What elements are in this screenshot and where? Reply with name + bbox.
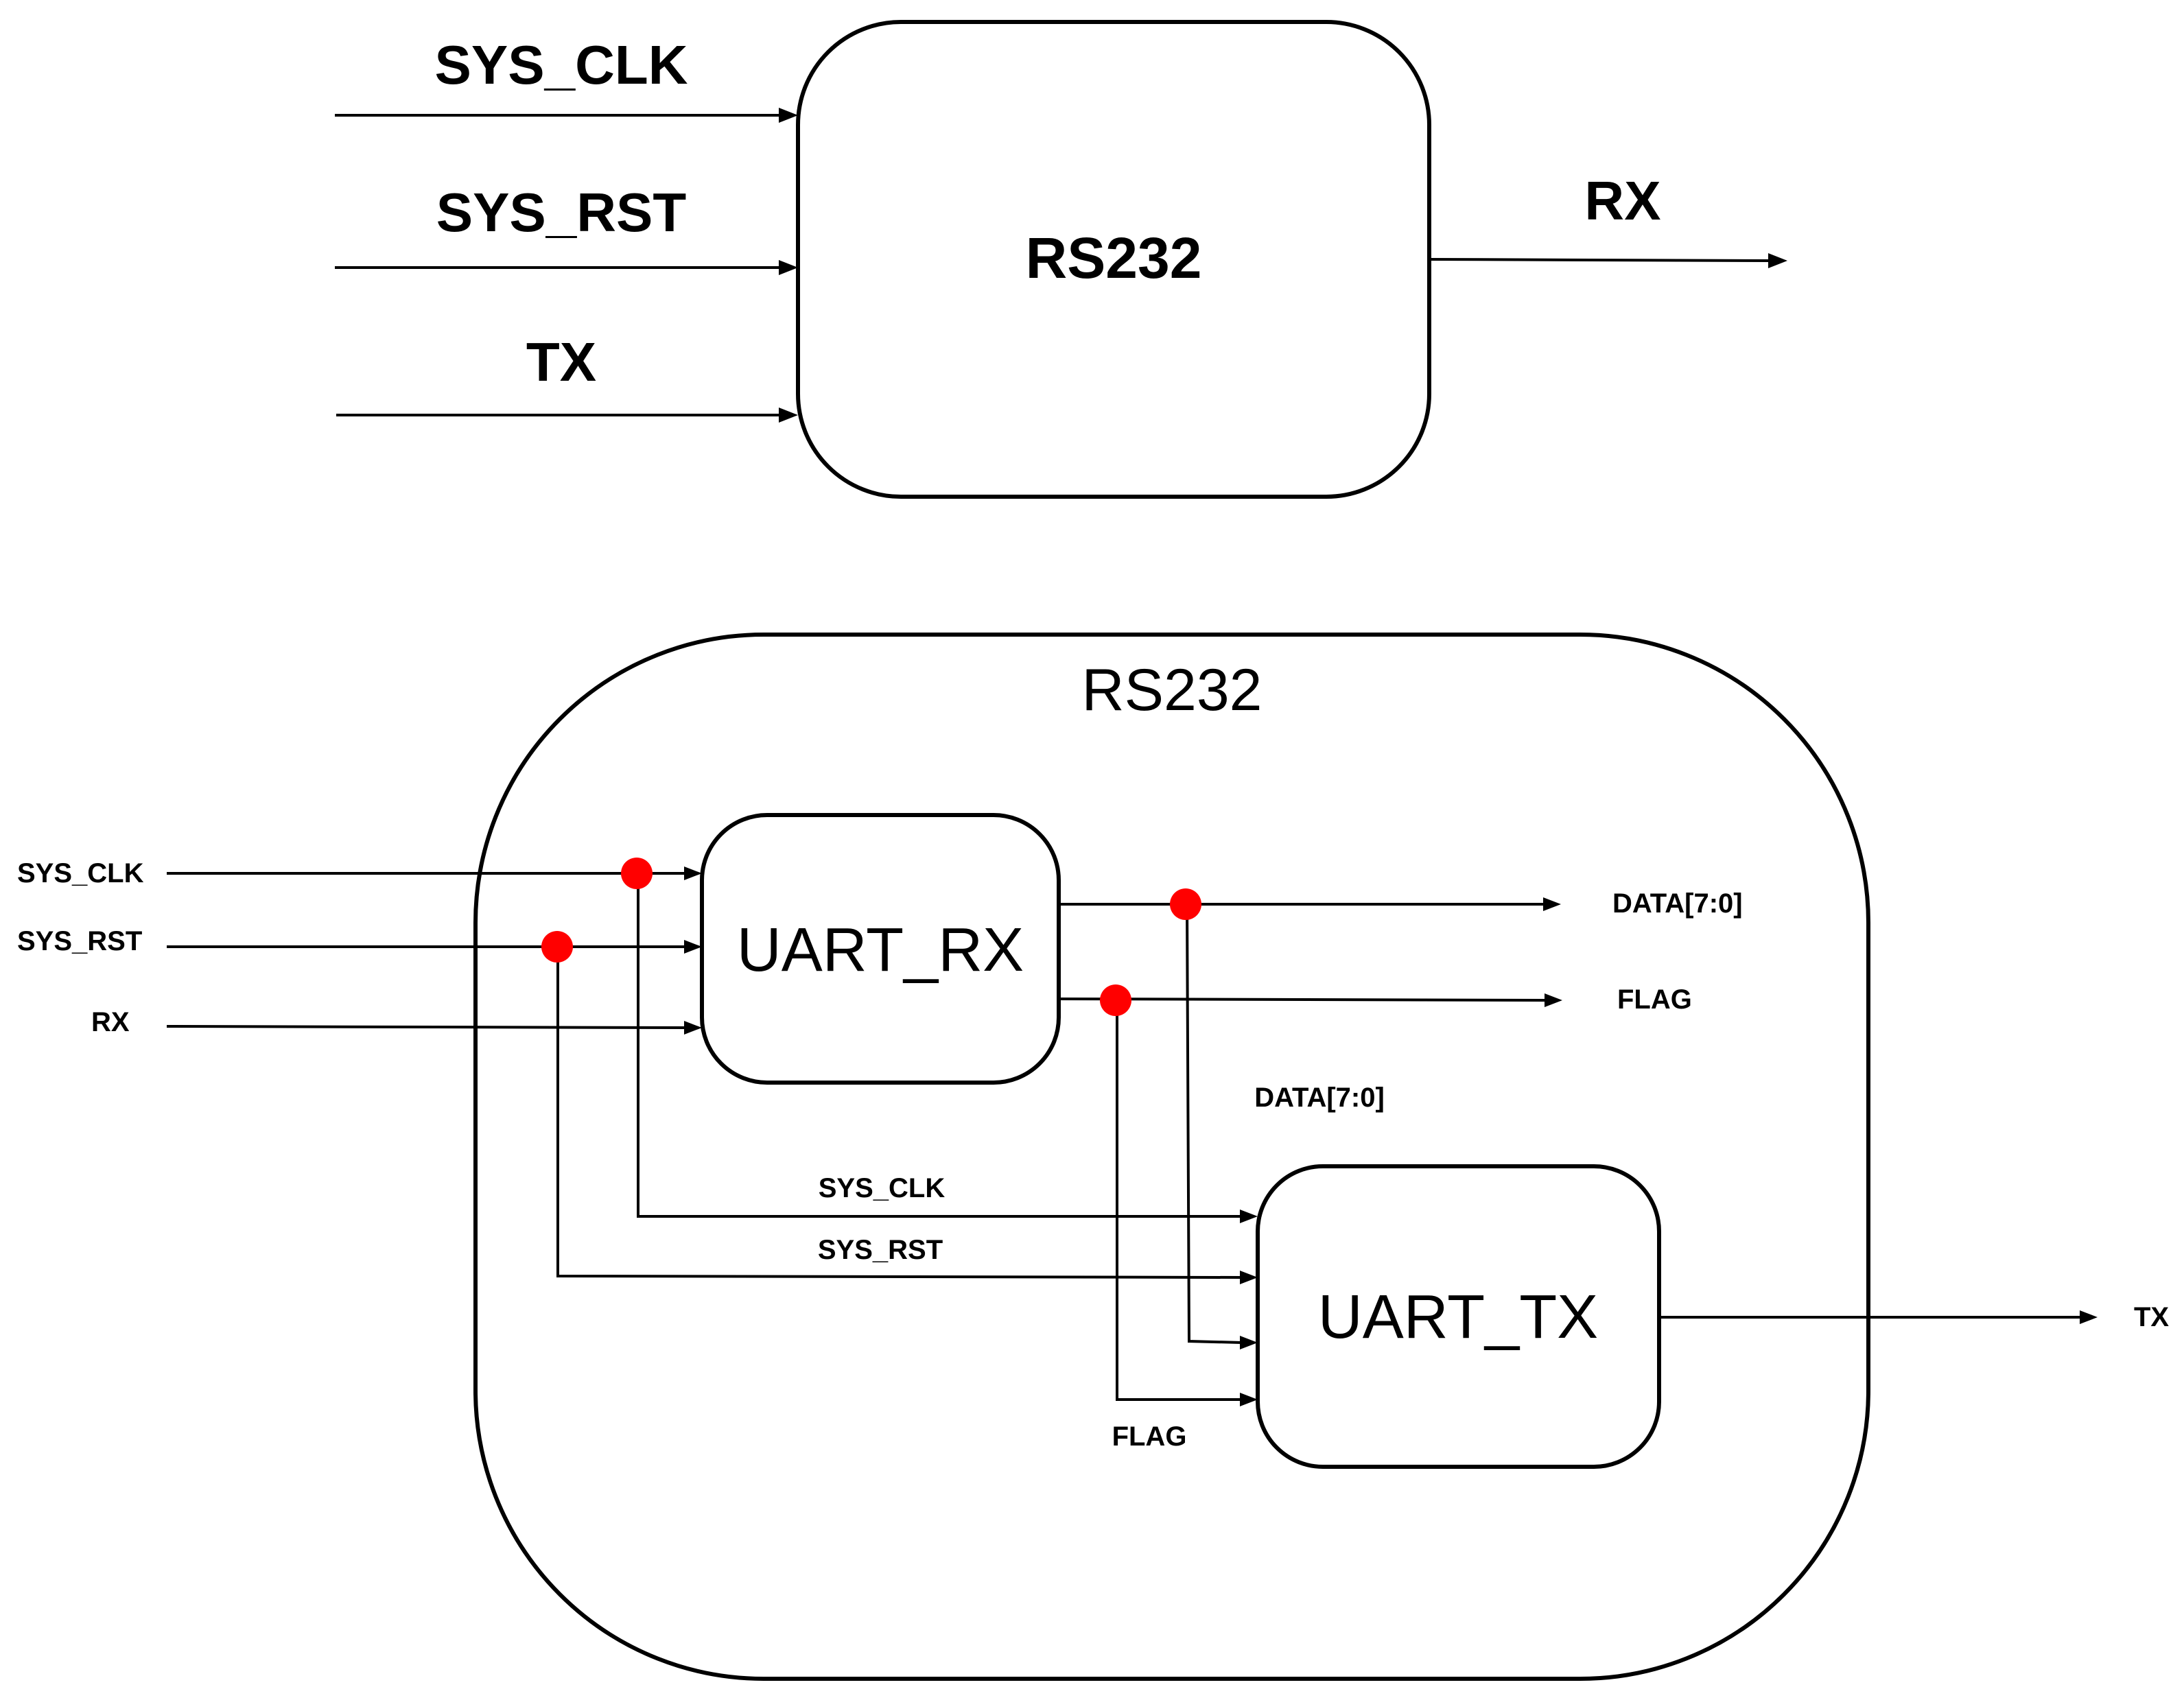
top-rs232-title: RS232 bbox=[1026, 226, 1202, 290]
tx-flag-branch bbox=[1116, 1000, 1242, 1401]
tx-data-branch bbox=[1186, 904, 1243, 1344]
uart-tx-title: UART_TX bbox=[1318, 1283, 1598, 1352]
detail-rs232-diagram: RS232 UART_RX UART_TX SYS_CLK SYS_RST RX… bbox=[17, 633, 2169, 1681]
detail-sys-rst-label: SYS_RST bbox=[17, 926, 142, 956]
top-rs232-diagram: RS232 SYS_CLK SYS_RST TX RX bbox=[335, 20, 1787, 499]
rx-rx-wire bbox=[166, 1025, 687, 1029]
rx-flag-out-arrow bbox=[1545, 993, 1562, 1007]
rx-rx-arrow bbox=[684, 1021, 702, 1035]
uart-rx-title: UART_RX bbox=[737, 916, 1024, 984]
detail-rs232-container bbox=[473, 633, 1870, 1681]
top-rx-wire bbox=[1429, 258, 1771, 262]
rx-flag-out-label: FLAG bbox=[1617, 984, 1692, 1015]
uart-rx-block bbox=[700, 813, 1061, 1085]
rx-sys-rst-arrow bbox=[684, 940, 702, 954]
rx-sys-clk-arrow bbox=[684, 866, 702, 880]
tx-out-arrow bbox=[2080, 1310, 2098, 1324]
tx-sys-clk-arrow bbox=[1240, 1210, 1258, 1223]
junction-dot-flag bbox=[1100, 984, 1131, 1016]
top-tx-arrow bbox=[779, 408, 798, 423]
detail-sys-clk-label: SYS_CLK bbox=[17, 858, 144, 888]
top-rx-label: RX bbox=[1584, 170, 1660, 231]
tx-data-arrow bbox=[1240, 1336, 1258, 1349]
tx-sys-rst-label: SYS_RST bbox=[818, 1235, 943, 1265]
top-sys-clk-arrow bbox=[779, 108, 798, 123]
junction-dot-sys-rst bbox=[541, 931, 573, 963]
tx-out-label: TX bbox=[2134, 1302, 2169, 1332]
top-rx-arrow bbox=[1768, 253, 1787, 268]
top-tx-label: TX bbox=[526, 331, 596, 392]
rx-flag-out-wire bbox=[1058, 998, 1546, 1002]
top-sys-rst-arrow bbox=[779, 260, 798, 275]
tx-flag-arrow bbox=[1240, 1393, 1258, 1406]
tx-sys-clk-label: SYS_CLK bbox=[819, 1173, 946, 1203]
detail-rx-label: RX bbox=[91, 1007, 130, 1037]
junction-dot-sys-clk bbox=[621, 858, 653, 889]
detail-rs232-title: RS232 bbox=[1082, 657, 1263, 723]
top-sys-clk-label: SYS_CLK bbox=[435, 34, 688, 95]
rx-data-out-arrow bbox=[1543, 897, 1561, 911]
junction-dot-data bbox=[1170, 888, 1201, 920]
tx-data-label: DATA[7:0] bbox=[1254, 1083, 1385, 1113]
top-sys-rst-label: SYS_RST bbox=[436, 182, 687, 243]
tx-sys-rst-branch bbox=[556, 947, 1243, 1279]
tx-flag-label: FLAG bbox=[1112, 1421, 1187, 1452]
tx-sys-clk-branch bbox=[637, 873, 1242, 1218]
tx-sys-rst-arrow bbox=[1240, 1271, 1258, 1284]
rx-data-out-label: DATA[7:0] bbox=[1612, 888, 1743, 919]
